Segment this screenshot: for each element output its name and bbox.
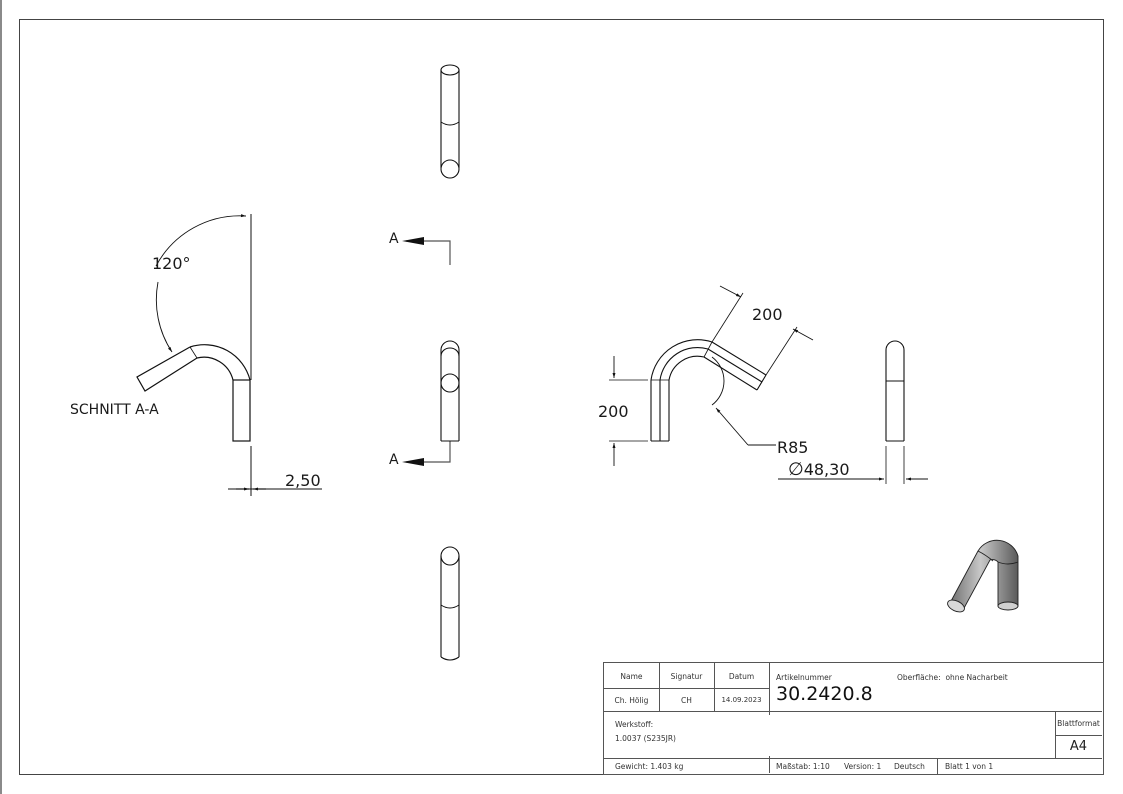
section-marker-top: A [389,231,399,247]
header-date: Datum [728,672,755,681]
top-view [440,64,460,179]
diameter-dimension: ∅48,30 [788,459,850,480]
angle-dimension: 120° [152,254,191,273]
title-block: Name Signatur Datum Ch. Hölig CH 14.09.2… [603,662,1104,775]
article-number: 30.2420.8 [776,683,873,705]
author-name: Ch. Hölig [614,696,649,705]
front-view [609,285,814,466]
angled-length-dimension: 200 [752,305,783,324]
surface-finish: Oberfläche: ohne Nacharbeit [897,673,1008,682]
weight: Gewicht: 1.403 kg [615,762,684,771]
section-view [136,214,322,496]
author-signature: CH [681,696,692,705]
section-label: SCHNITT A-A [70,402,159,418]
drawing-frame [19,19,1104,775]
thickness-dimension: 2,50 [285,471,321,490]
language: Deutsch [894,762,925,771]
bend-radius-dimension: R85 [777,438,809,457]
sheet-format-value: A4 [1069,739,1088,754]
drawing-date: 14.09.2023 [721,696,762,704]
bottom-view [440,546,460,661]
diameter-value: 48,30 [803,460,850,479]
leg-length-dimension: 200 [598,402,629,421]
section-marker-bottom: A [389,452,399,468]
header-signature: Signatur [670,672,703,681]
iso-view-tube-icon [947,539,1019,613]
section-arrow-top [402,237,424,245]
section-arrow-bottom [402,458,424,466]
version: Version: 1 [844,762,882,771]
diameter-symbol-icon: ∅ [788,459,804,480]
scale: Maßstab: 1:10 [776,762,830,771]
material-value: 1.0037 (S235JR) [615,734,676,743]
sheet-format-label: Blattformat [1057,719,1100,728]
sheet-number: Blatt 1 von 1 [945,762,994,771]
middle-view [440,340,460,442]
article-number-label: Artikelnummer [776,673,832,682]
header-name: Name [620,672,643,681]
sheet-edge [0,0,2,794]
section-cut-line [406,240,451,463]
material-label: Werkstoff: [615,720,654,729]
side-view [778,340,928,484]
